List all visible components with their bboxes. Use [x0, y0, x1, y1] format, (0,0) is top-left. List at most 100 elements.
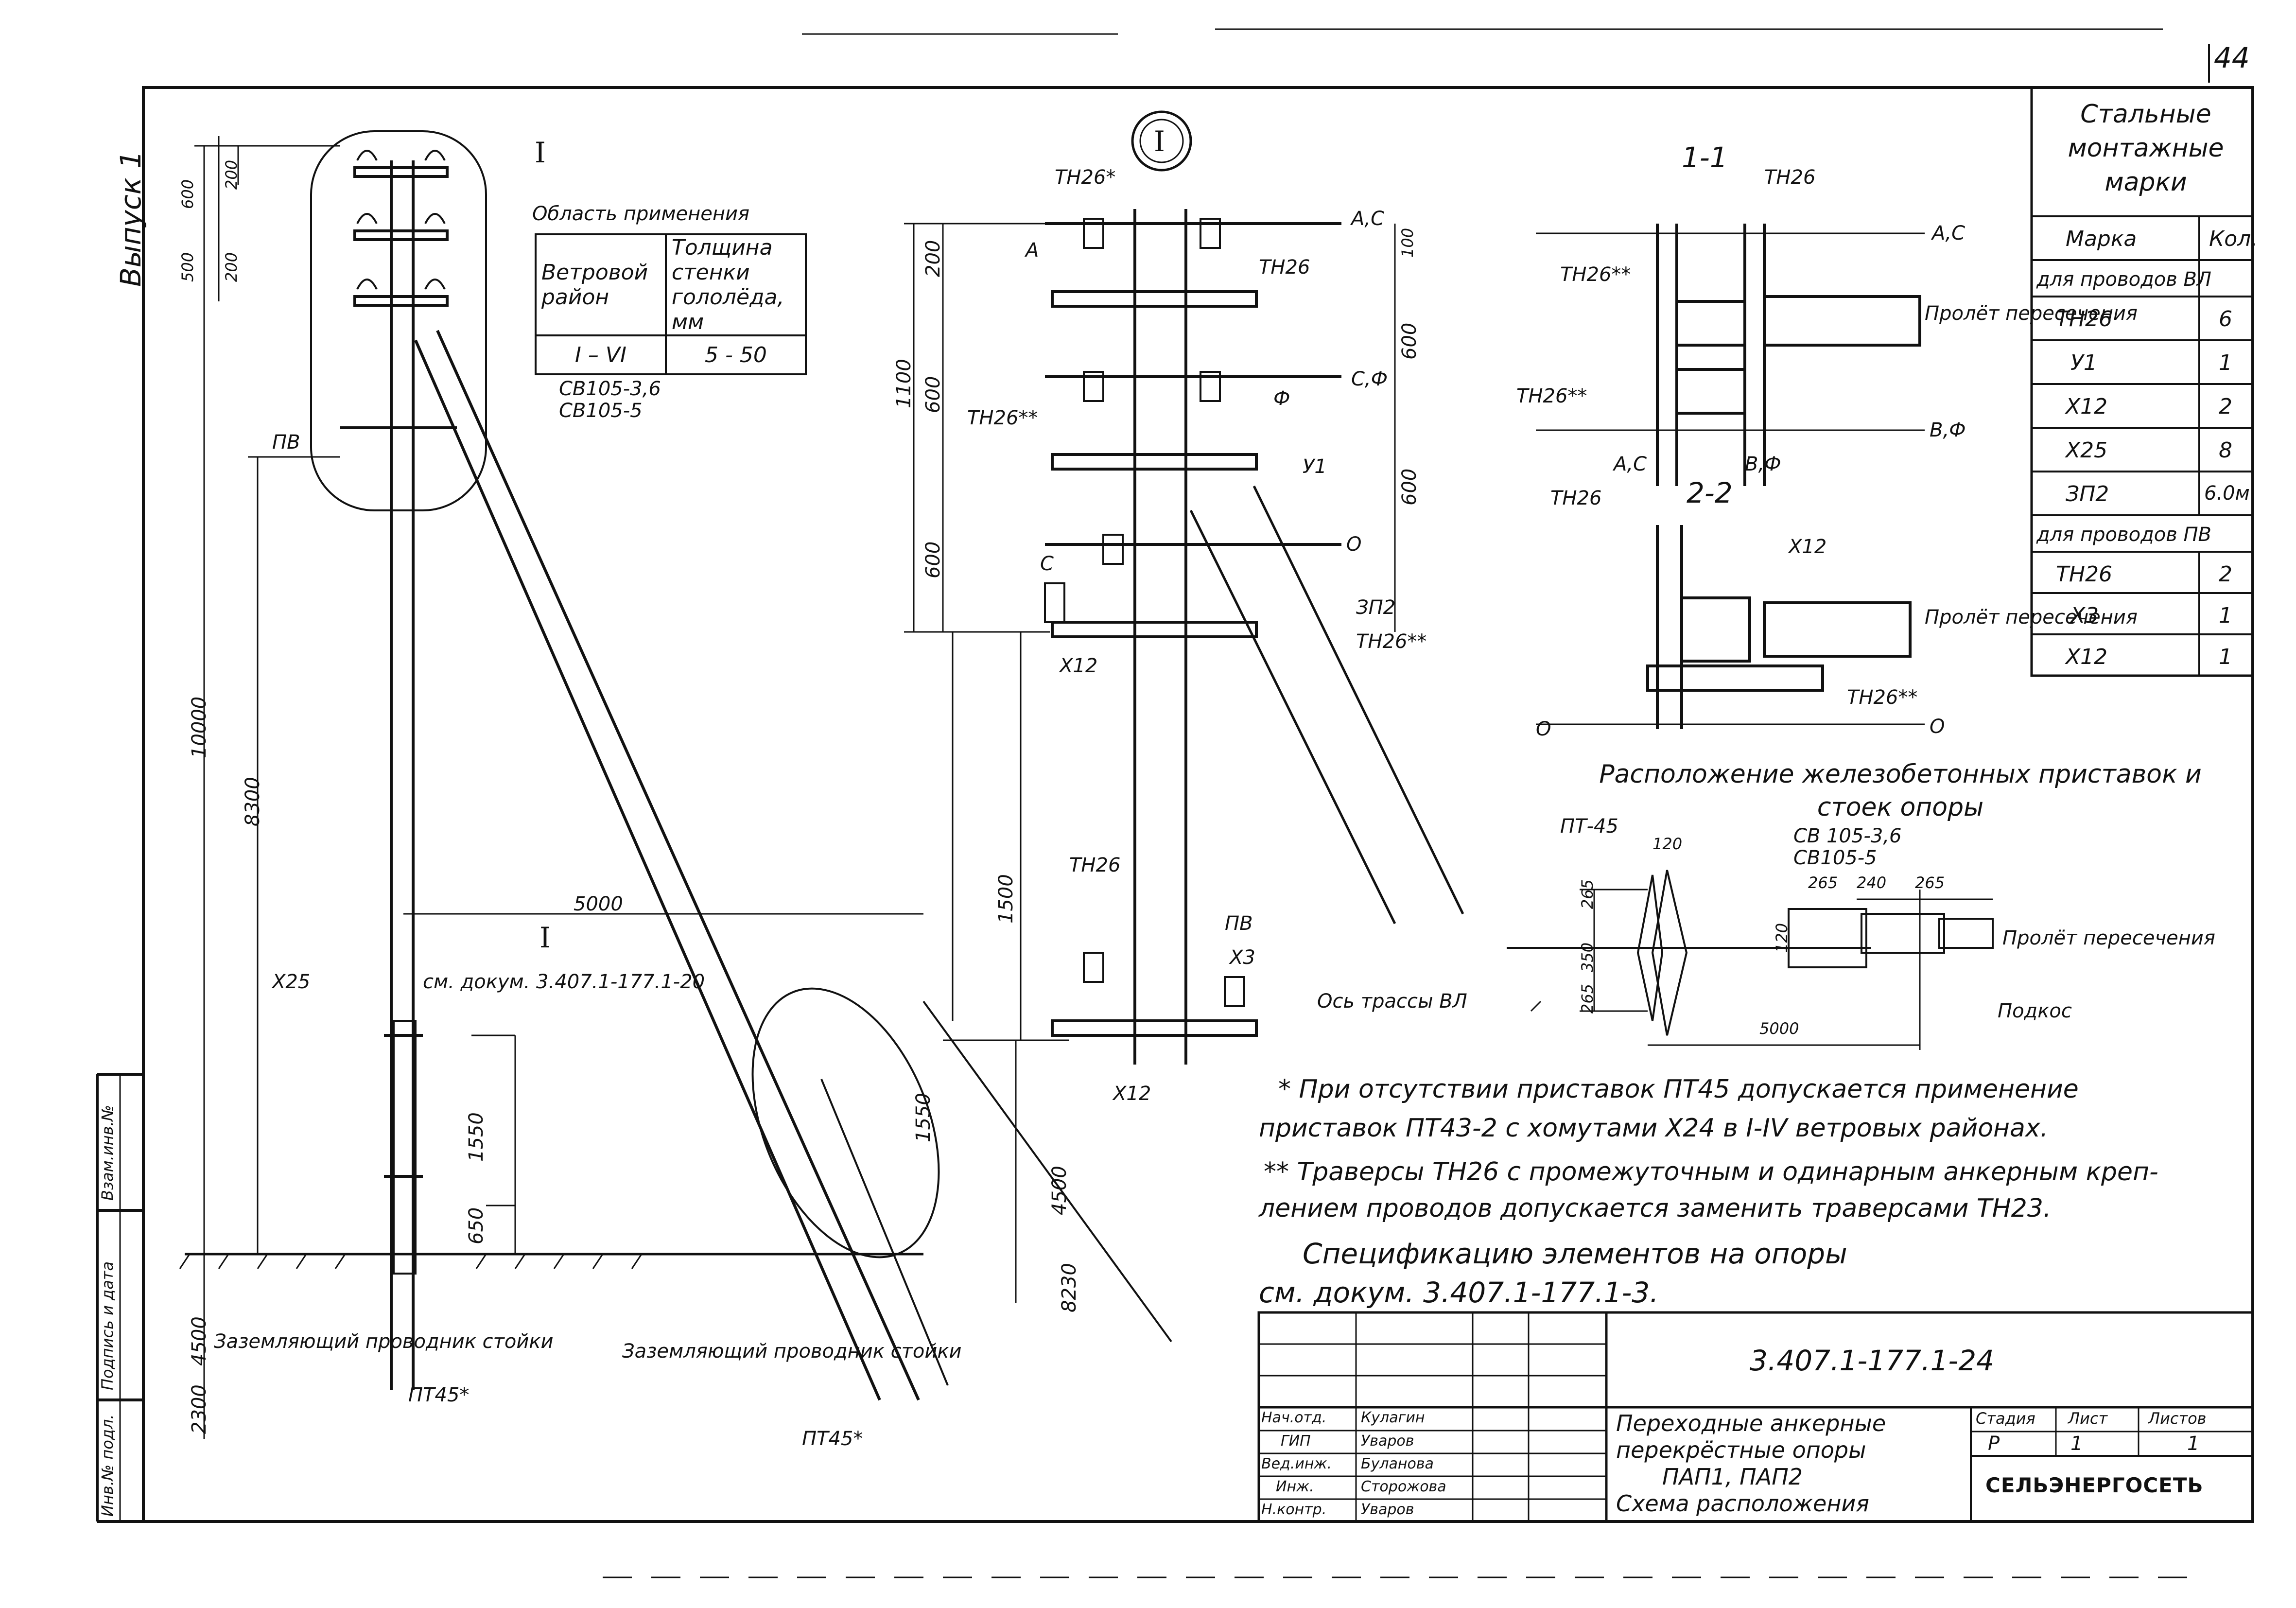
label-x12: Х12 [1060, 655, 1098, 677]
label-ac: А,С [1351, 208, 1385, 230]
dim-600d: 600 [1398, 322, 1421, 360]
dim-200c: 200 [922, 240, 944, 277]
label-y1: У1 [1303, 455, 1327, 478]
mark-row3-qty: 2 [2219, 394, 2232, 419]
ground-wire-left: Заземляющий проводник стойки [214, 1330, 554, 1353]
list-header: Лист [2068, 1409, 2108, 1428]
dim-100: 100 [1398, 227, 1417, 258]
sheet-number: 44 [2214, 41, 2250, 74]
dim-600a: 600 [178, 179, 197, 209]
mark-row1-qty: 6 [2219, 307, 2232, 332]
label-podkos: Подкос [1998, 1000, 2072, 1022]
label-tn26-s1b: ТН26** [1560, 263, 1631, 286]
dim-4500: 4500 [188, 1316, 210, 1366]
dim-265d: 265 [1915, 874, 1945, 892]
mark2-row3-name: Х12 [2066, 645, 2108, 669]
vypusk-label: Выпуск 1 [114, 150, 147, 287]
label-tn26-s2: ТН26 [1550, 487, 1602, 509]
title-line-4: Схема расположения [1616, 1490, 1869, 1517]
sig-name-4: Сторожова [1361, 1478, 1446, 1495]
label-bf2: В,Ф [1745, 453, 1781, 475]
margin-vzam: Взам.инв.№ [98, 1105, 117, 1201]
mark2-row2-name: Х3 [2070, 603, 2099, 628]
marks-group-1: для проводов ВЛ [2036, 268, 2211, 291]
sig-role-3: Вед.инж. [1261, 1455, 1332, 1472]
area-table-title: Область применения [532, 203, 750, 225]
label-cb105b: СВ105-5 [559, 400, 643, 422]
callout-I: I [535, 136, 546, 169]
label-c: С [1040, 553, 1054, 575]
mark-row5-name: ЗП2 [2066, 482, 2109, 507]
dim-265b: 265 [1578, 983, 1597, 1014]
dim-4500b: 4500 [1048, 1166, 1071, 1215]
marks-table-title: Стальные монтажные марки [2068, 100, 2224, 197]
note-6: см. докум. 3.407.1-177.1-3. [1259, 1276, 1659, 1309]
margin-inv-podl: Инв.№ подл. [98, 1414, 117, 1517]
area-header-wind: Ветровой район [535, 233, 667, 336]
listov-header: Листов [2148, 1409, 2207, 1428]
area-header-ice-text: Толщина стенки гололёда, мм [671, 235, 784, 334]
label-pt45-top: ПТ-45 [1560, 815, 1618, 838]
dim-500: 500 [178, 252, 197, 282]
title-line-2: перекрёстные опоры [1616, 1437, 1866, 1463]
dim-265a: 265 [1578, 879, 1597, 909]
mark2-row3-qty: 1 [2219, 645, 2232, 669]
area-header-ice: Толщина стенки гололёда, мм [664, 233, 807, 336]
label-ac3: А,С [1614, 453, 1647, 475]
dim-120a: 120 [1652, 835, 1683, 853]
dim-5000: 5000 [574, 893, 623, 915]
margin-podpis: Подпись и дата [98, 1261, 117, 1390]
dim-10000: 10000 [188, 696, 210, 758]
dim-1100: 1100 [893, 359, 915, 408]
label-cb105: СВ105-3,6 [559, 378, 661, 400]
label-tn26-s2b: ТН26** [1847, 686, 1918, 709]
marks-group-2: для проводов ПВ [2036, 524, 2211, 546]
area-cell-ice: 5 - 50 [664, 334, 807, 375]
sig-role-4: Инж. [1276, 1478, 1314, 1495]
note-1: * При отсутствии приставок ПТ45 допускае… [1278, 1075, 2079, 1104]
title-line-3: ПАП1, ПАП2 [1662, 1464, 1803, 1490]
area-table: Ветровой район Толщина стенки гололёда, … [535, 233, 807, 375]
marks-header-mark: Марка [2066, 227, 2137, 251]
dim-265c: 265 [1808, 874, 1838, 892]
label-o2: О [1536, 718, 1551, 740]
dim-200b: 200 [222, 252, 241, 282]
doc-code: 3.407.1-177.1-24 [1750, 1344, 1995, 1377]
label-x12b: Х12 [1113, 1083, 1151, 1105]
dim-2300: 2300 [188, 1384, 210, 1434]
label-zp2: ЗП2 [1356, 596, 1396, 619]
mark-row4-qty: 8 [2219, 438, 2232, 463]
label-pv: ПВ [272, 431, 300, 454]
mark-row2-qty: 1 [2219, 350, 2232, 375]
doc-ref: см. докум. 3.407.1-177.1-20 [423, 971, 705, 993]
area-cell-wind: I – VI [535, 334, 667, 375]
sig-role-5: Н.контр. [1261, 1501, 1327, 1518]
marks-header-qty: Кол. [2209, 227, 2258, 251]
label-cb105d: СВ105-5 [1793, 847, 1877, 869]
label-tn26-s1: ТН26 [1764, 166, 1816, 189]
dim-650: 650 [465, 1207, 487, 1244]
label-x12c: Х12 [1789, 536, 1827, 558]
stage-header: Стадия [1976, 1409, 2035, 1428]
dim-1500: 1500 [995, 874, 1017, 924]
mark2-row1-qty: 2 [2219, 562, 2232, 587]
label-tn26-2: ТН26** [967, 407, 1038, 429]
note-4: лением проводов допускается заменить тра… [1259, 1194, 2052, 1223]
sig-name-2: Уваров [1361, 1433, 1414, 1450]
dim-120b: 120 [1773, 923, 1791, 953]
label-x25: Х25 [272, 971, 311, 993]
label-pv2: ПВ [1225, 912, 1253, 935]
callout-I-2: I [539, 921, 551, 954]
dim-200a: 200 [222, 159, 241, 190]
dim-600b: 600 [922, 376, 944, 413]
mark-row2-name: У1 [2070, 350, 2097, 375]
dim-350: 350 [1578, 942, 1597, 972]
note-5: Спецификацию элементов на опоры [1303, 1237, 1847, 1270]
label-span-2: Пролёт пересечения [1925, 606, 2138, 629]
org-name: СЕЛЬЭНЕРГОСЕТЬ [1985, 1473, 2204, 1497]
sig-name-3: Буланова [1361, 1455, 1434, 1472]
label-span-1: Пролёт пересечения [1925, 302, 2138, 325]
label-tn26-1: ТН26* [1055, 166, 1116, 189]
mark2-row2-qty: 1 [2219, 603, 2232, 628]
